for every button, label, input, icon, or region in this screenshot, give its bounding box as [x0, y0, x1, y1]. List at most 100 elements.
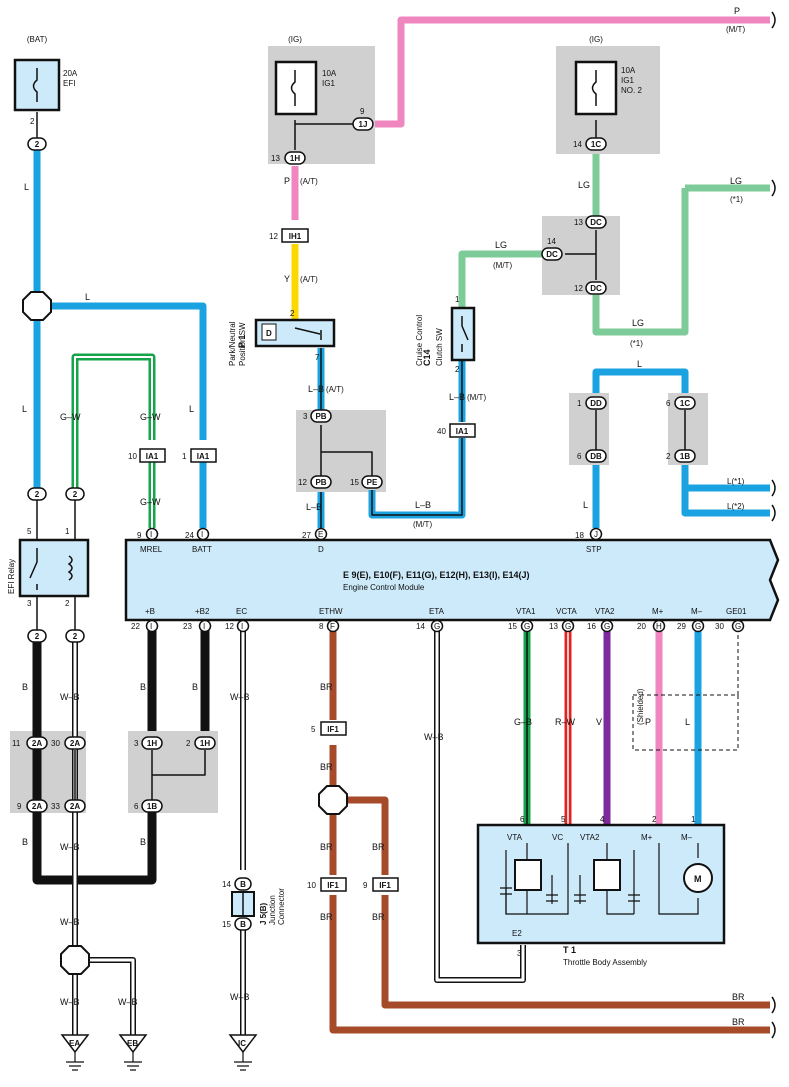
jconn-name1: Junction [268, 895, 277, 925]
connector-if1-10: IF1 [320, 877, 347, 892]
fuse-ig1no2: (IG) 10A IG1 NO. 2 [574, 35, 642, 116]
svg-text:G: G [695, 622, 701, 631]
wire-lb-mt-inner [371, 438, 463, 516]
throttle-term-m-plus: M+ [641, 833, 653, 842]
ecm-term-plus-b: +B [145, 607, 155, 616]
wire-wb-2-inner [73, 958, 135, 1035]
svg-text:10: 10 [307, 881, 316, 890]
junction-nodes [22, 291, 348, 975]
svg-text:W–B: W–B [60, 997, 80, 1007]
shield-outline [632, 630, 739, 751]
source-ig-left: (IG) [288, 35, 302, 44]
pnsw-name2: Position SW [238, 322, 247, 366]
svg-text:BR: BR [320, 762, 333, 772]
svg-text:3: 3 [303, 412, 308, 421]
svg-text:G: G [434, 622, 440, 631]
svg-text:30: 30 [715, 622, 724, 631]
svg-text:1: 1 [691, 815, 696, 824]
ecm-term-m-minus: M– [691, 607, 703, 616]
svg-text:23: 23 [183, 622, 192, 631]
svg-text:1C: 1C [591, 140, 601, 149]
svg-text:(A/T): (A/T) [326, 385, 344, 394]
throttle-motor: M [694, 874, 702, 884]
ecm-term-vcta: VCTA [556, 607, 577, 616]
svg-text:8: 8 [319, 622, 324, 631]
svg-text:L: L [22, 404, 27, 414]
efi-relay: EFI Relay [7, 538, 90, 598]
svg-text:I: I [201, 530, 203, 539]
svg-text:L–B: L–B [415, 500, 431, 510]
svg-text:L–B: L–B [306, 502, 322, 512]
connector-1j: 1J [352, 117, 374, 131]
wire-dc-internal [565, 230, 597, 280]
svg-text:B: B [140, 837, 146, 847]
svg-text:W–B: W–B [60, 842, 80, 852]
connector-2-relay-b: 2 [27, 629, 47, 643]
wire-l-star [681, 465, 770, 517]
svg-text:LG: LG [730, 176, 742, 186]
wire-br-out2 [329, 895, 770, 1034]
svg-text:IF1: IF1 [327, 725, 339, 734]
svg-text:LG: LG [495, 240, 507, 250]
connector-2a-9: 2A [26, 799, 48, 813]
svg-text:15: 15 [222, 920, 231, 929]
svg-text:L: L [685, 717, 690, 727]
svg-text:13: 13 [271, 154, 280, 163]
wire-relay-in [36, 500, 76, 630]
svg-text:B: B [240, 920, 246, 929]
pnsw-code: P 1 [237, 335, 247, 348]
svg-text:2: 2 [65, 599, 70, 608]
connector-pe-15: PE [361, 475, 383, 489]
svg-text:6: 6 [134, 802, 139, 811]
ecm-term-stp: STP [586, 545, 602, 554]
svg-text:BR: BR [732, 992, 745, 1002]
wire-dd-internal [595, 410, 686, 450]
svg-text:(M/T): (M/T) [413, 520, 432, 529]
ecm-term-batt: BATT [192, 545, 212, 554]
cruise-name1: Cruise Control [415, 315, 424, 366]
connector-dc-13: DC [585, 215, 607, 229]
svg-text:14: 14 [222, 880, 231, 889]
fuse-ig1no2-line1: IG1 [621, 76, 634, 85]
wire-1h-internal [151, 750, 206, 800]
svg-text:(M/T): (M/T) [726, 25, 745, 34]
svg-text:H: H [656, 622, 662, 631]
fuse-ig1-rating: 10A [322, 69, 337, 78]
svg-text:40: 40 [437, 427, 446, 436]
ecm-term-eta: ETA [429, 607, 445, 616]
pnsw-name1: Park/Neutral [228, 321, 237, 366]
connector-1h-2: 1H [194, 736, 216, 750]
svg-text:11: 11 [12, 739, 21, 748]
cruise-code: C14 [422, 349, 432, 366]
svg-text:L(*2): L(*2) [727, 502, 745, 511]
svg-text:3: 3 [27, 599, 32, 608]
svg-text:33: 33 [51, 802, 60, 811]
fuse-efi-rating: 20A [63, 69, 78, 78]
svg-text:W–B: W–B [230, 992, 250, 1002]
svg-text:12: 12 [225, 622, 234, 631]
svg-text:5: 5 [27, 527, 32, 536]
svg-text:B: B [22, 682, 28, 692]
ecm-title: E 9(E), E10(F), E11(G), E12(H), E13(I), … [343, 570, 530, 580]
svg-text:J: J [594, 530, 598, 539]
svg-text:1: 1 [65, 527, 70, 536]
svg-text:I: I [241, 622, 243, 631]
svg-text:2: 2 [73, 490, 78, 499]
svg-text:G: G [735, 622, 741, 631]
connector-dc-14: DC [541, 247, 563, 261]
connector-ia1-batt: IA1 [190, 448, 217, 463]
svg-text:L: L [583, 500, 588, 510]
svg-text:12: 12 [269, 232, 278, 241]
connector-1h-ig: 1H [284, 151, 306, 165]
motor-icon [683, 863, 713, 893]
svg-text:PE: PE [367, 478, 378, 487]
fuse-ig1: (IG) 10A IG1 [274, 35, 337, 116]
connector-ih1: IH1 [281, 228, 309, 243]
svg-text:6: 6 [520, 815, 525, 824]
svg-text:DB: DB [590, 452, 602, 461]
ecm-term-m-plus: M+ [652, 607, 664, 616]
svg-text:(M/T): (M/T) [493, 261, 512, 270]
fuse-ig1no2-line2: NO. 2 [621, 86, 642, 95]
svg-text:18: 18 [575, 531, 584, 540]
